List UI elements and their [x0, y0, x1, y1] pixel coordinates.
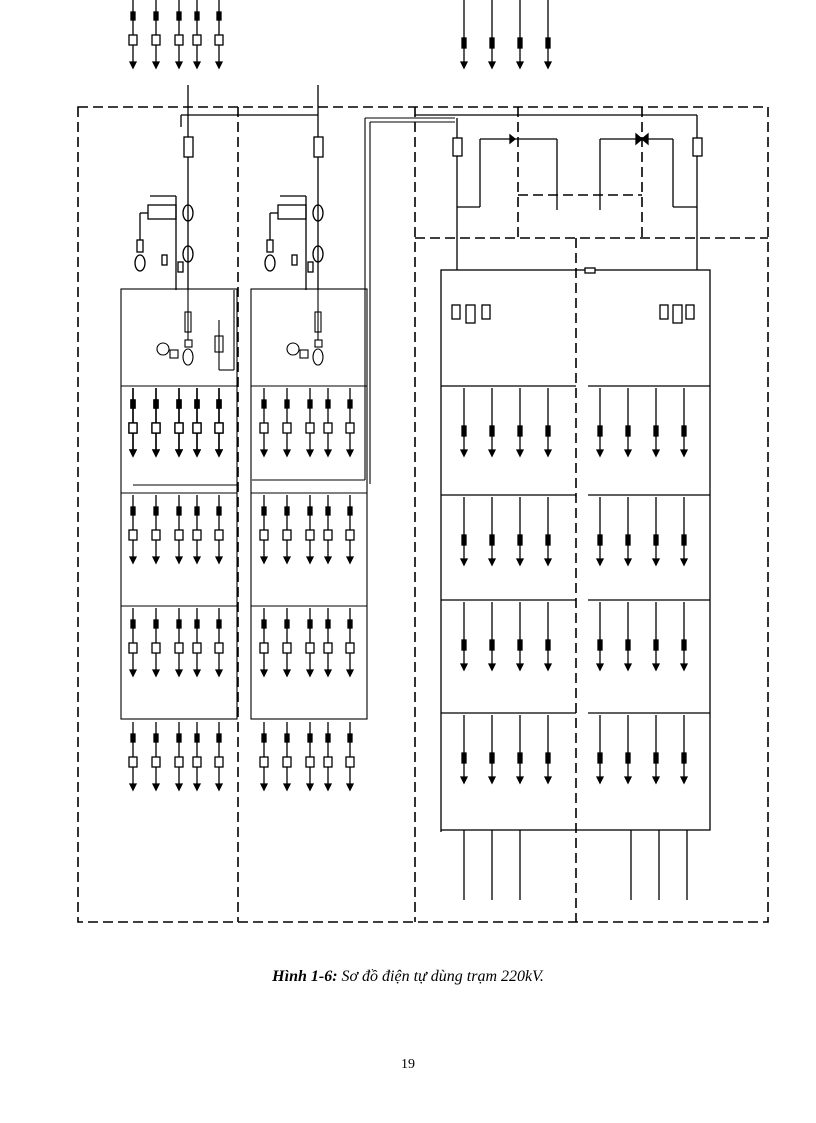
page-number: 19: [401, 1057, 415, 1072]
ac-distribution-panels: [120, 117, 455, 720]
dc-system: [415, 114, 711, 900]
ac-incoming-feeders: [134, 85, 324, 290]
dc-feeder-circuits: [459, 0, 553, 70]
caption-text: Sơ đồ điện tự dùng trạm 220kV.: [337, 968, 544, 985]
figure-caption: Hình 1-6: Sơ đồ điện tự dùng trạm 220kV.: [0, 968, 816, 986]
ac-feeder-circuits: [128, 0, 224, 457]
electrical-single-line-diagram: [77, 0, 769, 923]
outer-boundary: [77, 106, 769, 923]
caption-label: Hình 1-6:: [272, 968, 338, 985]
